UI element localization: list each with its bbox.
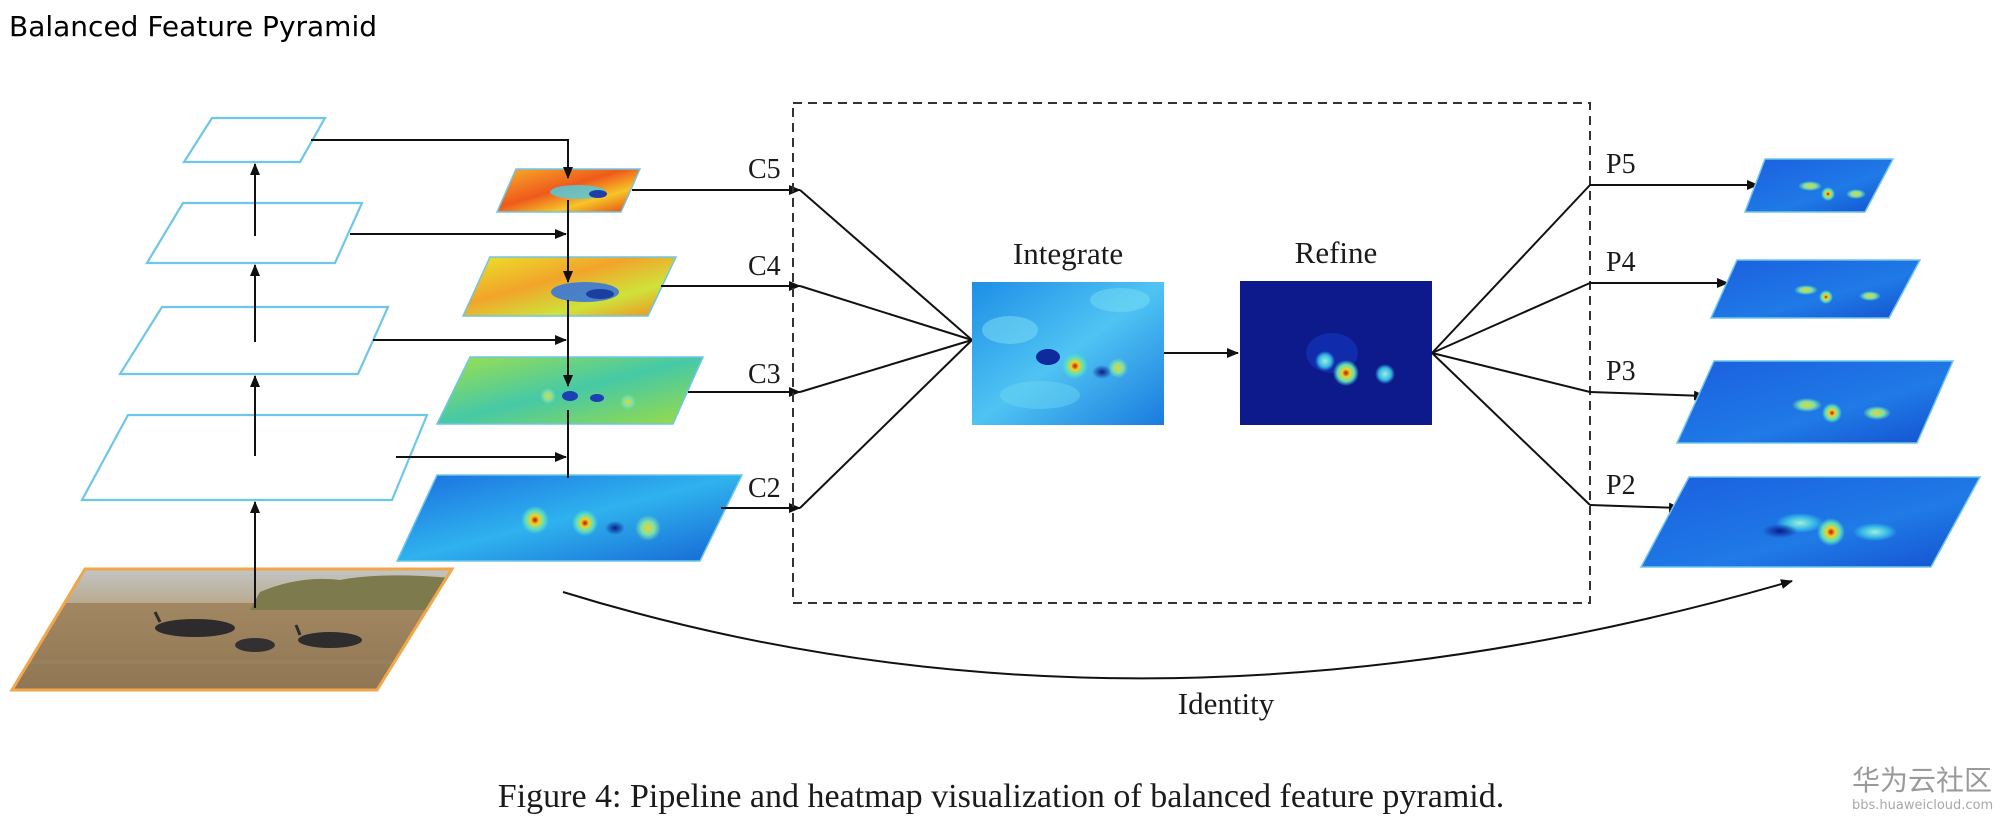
heatmap-c4 — [461, 256, 678, 317]
backbone-planes — [80, 116, 429, 502]
heatmap-p5 — [1743, 158, 1895, 213]
backbone-plane-3 — [118, 305, 390, 376]
arrow-p2-out — [1589, 502, 1681, 513]
fanout-p4 — [1431, 282, 1591, 354]
watermark: 华为云社区 bbs.huaweicloud.com — [1852, 764, 1993, 813]
integrate-label: Integrate — [1013, 236, 1123, 271]
label-p4: P4 — [1606, 247, 1636, 278]
refine-label: Refine — [1295, 235, 1378, 270]
fanin-c2 — [799, 339, 973, 509]
fanout-p3 — [1431, 352, 1591, 393]
input-arrows — [632, 185, 801, 513]
output-level-labels: P5 P4 P3 P2 — [1606, 149, 1636, 501]
arrow-p3-out — [1589, 390, 1706, 401]
identity-label: Identity — [1178, 686, 1275, 721]
fanin-c5 — [799, 189, 973, 341]
fanout-p2 — [1431, 352, 1591, 506]
label-p5: P5 — [1606, 149, 1636, 180]
fan-in-lines — [799, 189, 973, 509]
fanout-p5 — [1431, 184, 1591, 354]
backbone-plane-4 — [145, 201, 364, 265]
label-p3: P3 — [1606, 356, 1636, 387]
label-c4: C4 — [748, 251, 781, 282]
lateral-5 — [311, 139, 573, 179]
fan-out-lines — [1431, 184, 1591, 506]
lateral-connections — [311, 139, 573, 462]
fanin-c4 — [799, 285, 973, 341]
identity-arrow — [562, 579, 1793, 680]
label-c5: C5 — [748, 154, 781, 185]
heatmap-p4 — [1709, 259, 1922, 319]
heatmap-p2 — [1639, 476, 1982, 568]
heatmap-c3 — [435, 356, 705, 425]
heatmap-c5 — [495, 168, 642, 213]
fanin-c3 — [799, 339, 973, 393]
input-level-labels: C5 C4 C3 C2 — [748, 154, 781, 504]
bfp-module-box — [792, 102, 1591, 604]
watermark-url: bbs.huaweicloud.com — [1852, 798, 1993, 813]
backbone-plane-2 — [80, 413, 429, 502]
watermark-text: 华为云社区 — [1852, 764, 1992, 797]
heatmap-c2 — [395, 474, 744, 562]
output-arrows — [1589, 180, 1759, 513]
label-c2: C2 — [748, 473, 781, 504]
input-image — [9, 567, 455, 692]
integrate-heatmap — [972, 282, 1164, 425]
figure-caption: Figure 4: Pipeline and heatmap visualiza… — [498, 778, 1504, 815]
backbone-plane-5 — [181, 116, 327, 164]
refine-heatmap — [1240, 281, 1432, 425]
output-heatmaps — [1639, 158, 1982, 568]
input-heatmaps — [395, 168, 744, 562]
label-p2: P2 — [1606, 470, 1636, 501]
page-title: Balanced Feature Pyramid — [9, 10, 378, 43]
label-c3: C3 — [748, 359, 781, 390]
heatmap-p3 — [1675, 360, 1955, 444]
